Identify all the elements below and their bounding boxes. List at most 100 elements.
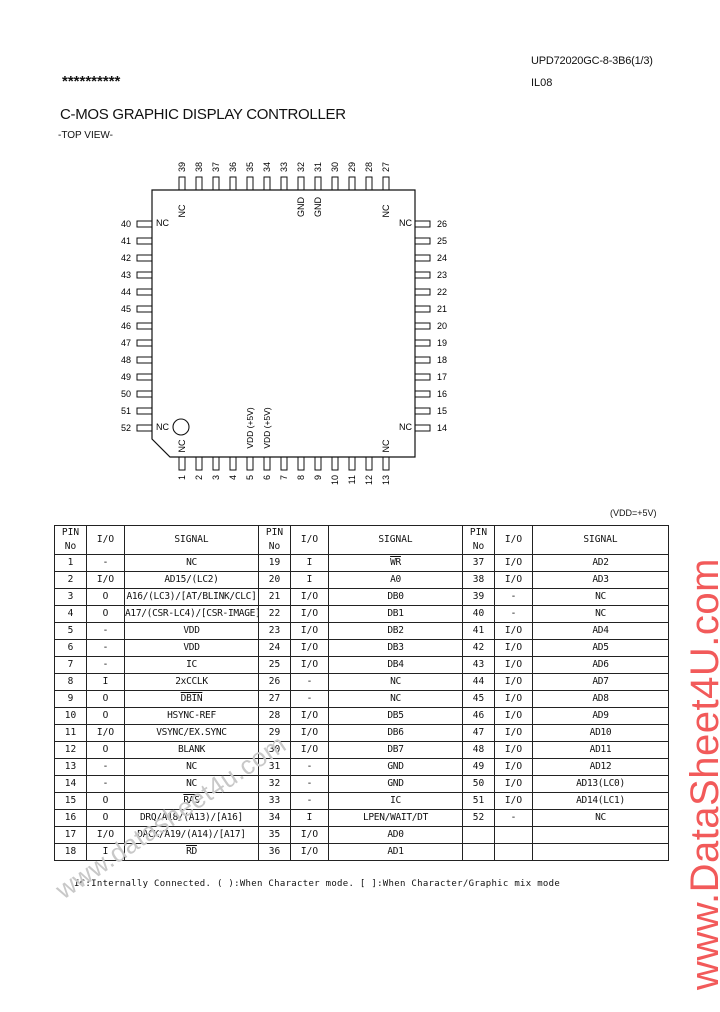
signal-cell: AD0	[328, 826, 463, 844]
header-signal: SIGNAL	[532, 525, 669, 555]
io-cell: -	[86, 639, 125, 657]
vdd-note: (VDD=+5V)	[610, 508, 657, 518]
label-pin1: NC	[177, 439, 187, 452]
pin-number-cell: 39	[462, 588, 495, 606]
pin-number-cell: 52	[462, 809, 495, 827]
pin-lead	[414, 220, 431, 228]
pin-lead	[382, 176, 390, 191]
pin-number-cell: 35	[258, 826, 291, 844]
pin-number: 36	[228, 162, 238, 172]
pin-number-cell: 7	[54, 656, 87, 674]
signal-cell: DB6	[328, 724, 463, 742]
signal-cell: RD	[124, 843, 259, 861]
pin-number-cell: 16	[54, 809, 87, 827]
pin-number-cell: 3	[54, 588, 87, 606]
pin-number: 33	[279, 162, 289, 172]
io-cell: O	[86, 588, 125, 606]
pin-number: 34	[262, 162, 272, 172]
pin-number: 51	[121, 406, 131, 416]
io-cell: -	[86, 758, 125, 776]
signal-cell: WR	[328, 554, 463, 572]
header-io: I/O	[290, 525, 329, 555]
signal-cell: AD6	[532, 656, 669, 674]
pin-number: 40	[121, 219, 131, 229]
signal-cell: AD5	[532, 639, 669, 657]
io-cell: -	[290, 690, 329, 708]
signal-cell: VDD	[124, 639, 259, 657]
io-cell: I/O	[494, 792, 533, 810]
signal-cell: AD15/(LC2)	[124, 571, 259, 589]
signal-cell: AD14(LC1)	[532, 792, 669, 810]
io-cell: O	[86, 792, 125, 810]
pin-number: 17	[437, 372, 447, 382]
label-pin14: NC	[399, 422, 412, 432]
pin-lead	[382, 456, 390, 471]
io-cell: I/O	[290, 843, 329, 861]
pin-number-cell: 37	[462, 554, 495, 572]
io-cell: I/O	[494, 622, 533, 640]
pin-lead	[414, 237, 431, 245]
io-cell: -	[86, 656, 125, 674]
pin-lead	[136, 373, 153, 381]
io-cell: I/O	[494, 758, 533, 776]
pin-lead	[297, 176, 305, 191]
signal-cell: AD8	[532, 690, 669, 708]
pin-number-cell: 17	[54, 826, 87, 844]
pin-number-cell	[462, 843, 495, 861]
io-cell: -	[86, 554, 125, 572]
pin-number-cell: 33	[258, 792, 291, 810]
pin-number-cell: 51	[462, 792, 495, 810]
pin-number-cell: 26	[258, 673, 291, 691]
label-pin27: NC	[381, 204, 391, 217]
pin-lead	[229, 176, 237, 191]
io-cell: -	[290, 758, 329, 776]
pin-number: 22	[437, 287, 447, 297]
signal-cell: DBIN	[124, 690, 259, 708]
signal-cell: IC	[328, 792, 463, 810]
label-pin32: GND	[296, 197, 306, 218]
pin-number-cell	[462, 826, 495, 844]
pin-number-cell: 49	[462, 758, 495, 776]
pin-lead	[136, 288, 153, 296]
pin-number-cell: 50	[462, 775, 495, 793]
pin-number: 10	[330, 475, 340, 485]
io-cell: I/O	[494, 639, 533, 657]
io-cell: O	[86, 690, 125, 708]
pin-number: 39	[177, 162, 187, 172]
io-cell: I/O	[494, 724, 533, 742]
pin-lead	[348, 456, 356, 471]
pin-lead	[414, 356, 431, 364]
signal-cell: NC	[532, 588, 669, 606]
pin-lead	[331, 176, 339, 191]
pin-number-cell: 13	[54, 758, 87, 776]
pin-number-cell: 28	[258, 707, 291, 725]
pin-number-cell: 25	[258, 656, 291, 674]
signal-cell: A16/(LC3)/[AT/BLINK/CLC]	[124, 588, 259, 606]
pin-number-cell: 6	[54, 639, 87, 657]
pin-number-cell: 23	[258, 622, 291, 640]
package-body	[151, 189, 416, 458]
io-cell: I	[290, 809, 329, 827]
pin-number-cell: 43	[462, 656, 495, 674]
pin-number-cell: 18	[54, 843, 87, 861]
signal-cell: AD9	[532, 707, 669, 725]
signal-cell: GND	[328, 758, 463, 776]
pin-number-cell: 34	[258, 809, 291, 827]
signal-cell: A0	[328, 571, 463, 589]
pin-number-cell: 10	[54, 707, 87, 725]
io-cell: I/O	[494, 741, 533, 759]
header-signal: SIGNAL	[328, 525, 463, 555]
pin-number: 41	[121, 236, 131, 246]
pin-lead	[136, 322, 153, 330]
pin-number-cell: 40	[462, 605, 495, 623]
